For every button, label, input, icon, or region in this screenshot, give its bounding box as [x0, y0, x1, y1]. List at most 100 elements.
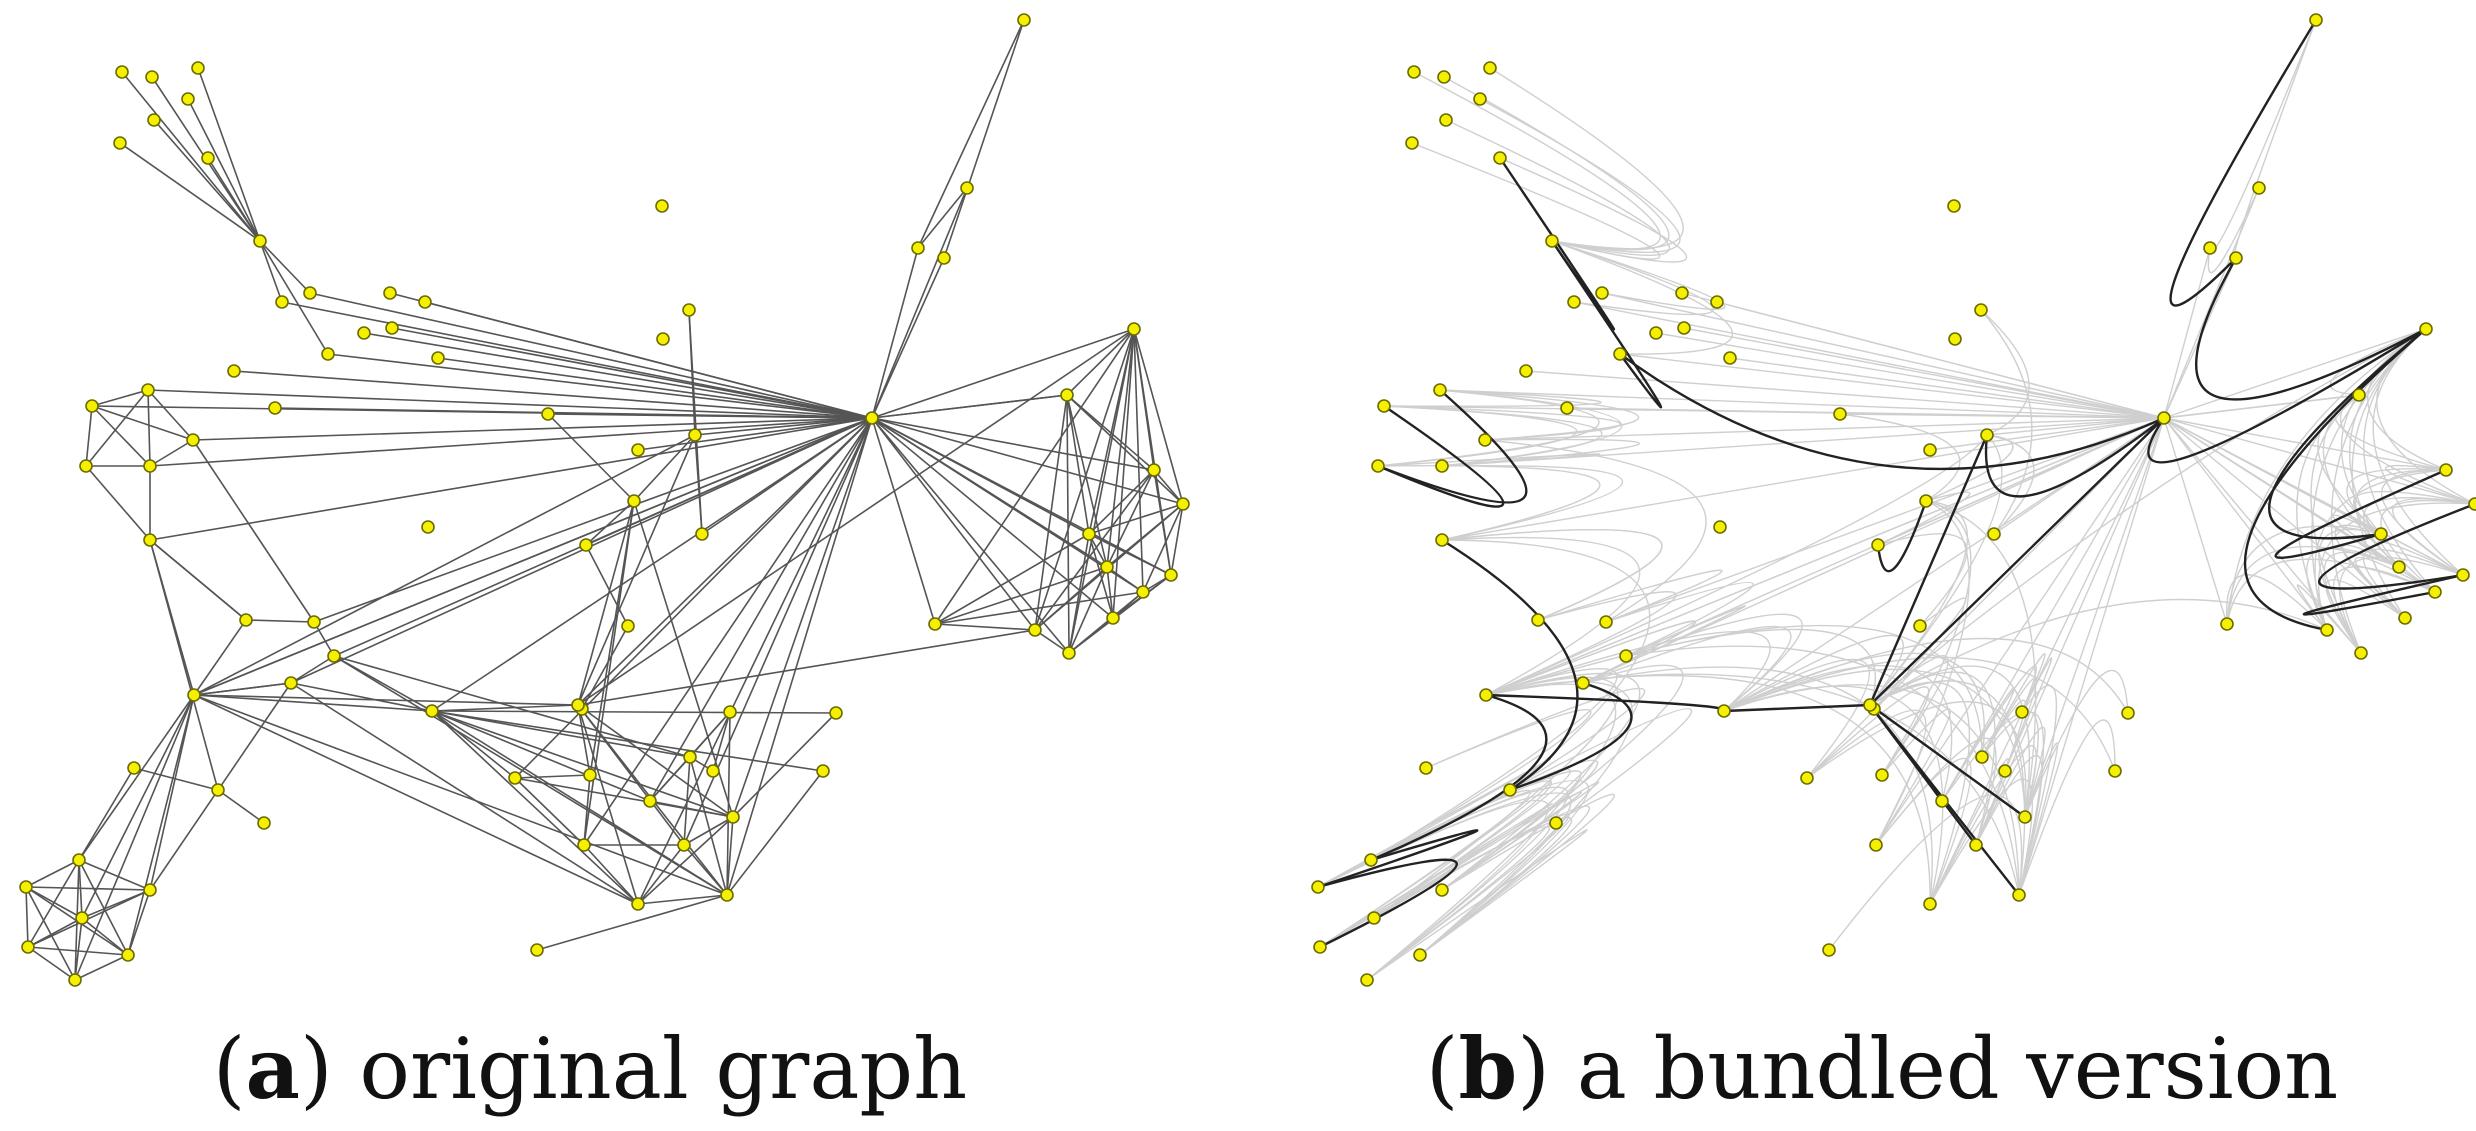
- edge: [637, 894, 728, 905]
- edge: [871, 417, 1036, 631]
- bundled-edge: [1582, 625, 1792, 712]
- edge: [78, 767, 135, 861]
- bundled-edge: [1441, 438, 1640, 467]
- graph-node: [145, 70, 159, 84]
- edge: [91, 405, 194, 441]
- edge: [245, 619, 315, 623]
- graph-node: [257, 816, 271, 830]
- bundled-edge: [1875, 417, 2165, 846]
- graph-node: [1969, 838, 1983, 852]
- edge: [217, 789, 265, 824]
- graph-node: [1613, 347, 1627, 361]
- graph-node: [227, 364, 241, 378]
- bundled-edge: [2385, 464, 2476, 505]
- bundled-edge: [1369, 693, 1548, 862]
- edge: [1088, 503, 1184, 535]
- graph-node: [1869, 838, 1883, 852]
- edge: [577, 434, 696, 706]
- edge: [514, 417, 873, 779]
- bundled-edge: [1601, 292, 2165, 419]
- graph-node: [321, 347, 335, 361]
- bundled-edge: [1723, 634, 1904, 712]
- graph-node: [1549, 816, 1563, 830]
- edge: [81, 694, 195, 919]
- edge: [192, 439, 315, 623]
- edge: [577, 704, 591, 776]
- edge: [712, 711, 731, 772]
- bundled-edge: [1425, 687, 1645, 791]
- graph-node: [2309, 13, 2323, 27]
- bundled-edge: [1441, 528, 1663, 621]
- bundled-edge: [1729, 357, 2165, 419]
- edge: [149, 439, 194, 467]
- edge: [689, 711, 731, 758]
- edge: [1034, 469, 1155, 631]
- edge: [732, 712, 837, 818]
- graph-node: [2398, 611, 2412, 625]
- graph-node: [1545, 234, 1559, 248]
- bundled-edge: [1619, 353, 2165, 419]
- edge: [193, 694, 579, 706]
- graph-node: [186, 433, 200, 447]
- bundled-edge: [2163, 247, 2211, 419]
- bundled-edge: [2372, 328, 2464, 576]
- edge: [1034, 629, 1070, 654]
- graph-node: [2108, 764, 2122, 778]
- edge: [871, 328, 1135, 419]
- bundled-edge: [2225, 574, 2328, 631]
- bundled-edge: [1625, 613, 1803, 712]
- bundled-edge: [1319, 802, 1553, 948]
- graph-node: [181, 92, 195, 106]
- edge: [1066, 328, 1135, 396]
- graph-node: [143, 459, 157, 473]
- graph-node: [1560, 401, 1574, 415]
- edge: [871, 417, 1070, 654]
- bundled-edge: [2318, 502, 2476, 590]
- edge: [514, 774, 591, 779]
- bundled-edge: [1439, 389, 1640, 441]
- graph-node: [2392, 560, 2406, 574]
- edge: [127, 889, 151, 956]
- caption-a-letter: a: [246, 1019, 300, 1118]
- edge: [25, 886, 76, 981]
- graph-node: [1822, 943, 1836, 957]
- edge: [149, 694, 195, 891]
- edge: [193, 694, 433, 712]
- edge: [290, 682, 639, 905]
- edge: [577, 629, 1036, 706]
- bundled-edge: [1485, 620, 1697, 696]
- graph-node: [115, 65, 129, 79]
- bundled-edge: [1370, 709, 1592, 861]
- edge: [871, 417, 1184, 505]
- graph-node: [1435, 533, 1449, 547]
- bundled-edge: [2332, 514, 2400, 568]
- edge: [1034, 394, 1068, 631]
- bundled-edge: [1723, 652, 1985, 758]
- graph-node: [147, 113, 161, 127]
- graph-node: [1677, 321, 1691, 335]
- edge: [637, 844, 685, 905]
- bundled-edge: [1839, 413, 1961, 502]
- bundled-edge: [2163, 328, 2427, 419]
- edge: [149, 539, 247, 621]
- edge: [514, 777, 585, 846]
- graph-node: [2468, 497, 2476, 511]
- bundled-edge: [1445, 119, 1671, 256]
- graph-node: [726, 810, 740, 824]
- edge: [259, 240, 283, 303]
- graph-node: [1100, 560, 1114, 574]
- bundled-edge: [2195, 256, 2428, 401]
- graph-node: [1947, 199, 1961, 213]
- edge: [147, 389, 151, 467]
- edge: [1068, 533, 1090, 654]
- graph-node: [421, 520, 435, 534]
- bundled-edge: [1377, 453, 1601, 467]
- caption-a: (a) original graph: [213, 1019, 968, 1118]
- panel-a-edges: [25, 19, 1184, 981]
- graph-node: [1473, 92, 1487, 106]
- graph-node: [683, 750, 697, 764]
- edge: [577, 704, 734, 818]
- graph-node: [627, 494, 641, 508]
- bundled-edge: [1716, 301, 2165, 419]
- bundled-edge: [1605, 417, 2165, 623]
